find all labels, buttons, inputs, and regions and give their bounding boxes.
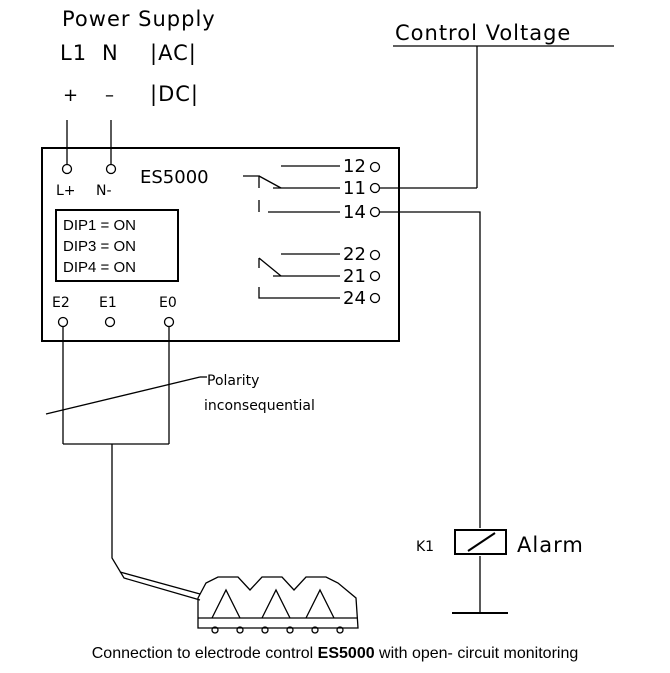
label-k1: K1: [416, 539, 434, 555]
contact-12-lead: [243, 175, 260, 188]
terminal-22: [369, 249, 381, 261]
label-minus: –: [105, 85, 114, 106]
caption-suffix: with open- circuit monitoring: [374, 645, 579, 662]
label-e0: E0: [159, 295, 177, 311]
terminal-21: [369, 270, 381, 282]
k1-coil-slash: [467, 532, 496, 552]
electrode-cable: [111, 444, 201, 601]
control-voltage-label: Control Voltage: [395, 21, 571, 45]
dip-switch-box: [55, 209, 179, 282]
polarity-crossing-line: [45, 376, 201, 415]
terminal-12: [369, 161, 381, 173]
k1-coil: [454, 529, 507, 555]
terminal-24: [369, 292, 381, 304]
terminal-nminus: [105, 163, 117, 175]
terminal-e1: [104, 316, 116, 328]
label-terminal-24: 24: [343, 288, 366, 309]
alarm-label: Alarm: [517, 533, 584, 557]
label-terminal-21: 21: [343, 266, 366, 287]
label-terminal-22: 22: [343, 244, 366, 265]
terminal-e0: [163, 316, 175, 328]
dip4-setting: DIP4 = ON: [63, 259, 136, 276]
label-terminal-12: 12: [343, 156, 366, 177]
contact-2-blade: [258, 257, 282, 277]
label-terminal-14: 14: [343, 202, 366, 223]
diagram-caption: Connection to electrode control ES5000 w…: [0, 645, 670, 663]
caption-prefix: Connection to electrode control: [91, 645, 318, 662]
label-dc: |DC|: [150, 82, 199, 107]
device-name: ES5000: [140, 167, 209, 188]
electrode-body: [197, 576, 359, 634]
power-supply-title: Power Supply: [62, 7, 216, 31]
electrode-cable-sheath: [119, 571, 201, 595]
contact-1-blade: [258, 175, 282, 189]
caption-model: ES5000: [317, 645, 375, 662]
label-terminal-lplus: L+: [56, 183, 76, 199]
label-e2: E2: [52, 295, 70, 311]
label-plus: +: [63, 85, 78, 106]
terminal-14: [369, 206, 381, 218]
label-terminal-11: 11: [343, 178, 366, 199]
wire-14-to-k1: [380, 211, 481, 528]
dip1-setting: DIP1 = ON: [63, 217, 136, 234]
label-n: N: [102, 41, 119, 65]
label-terminal-nminus: N-: [96, 183, 112, 199]
label-ac: |AC|: [150, 41, 197, 66]
label-e1: E1: [99, 295, 117, 311]
es5000-device: [41, 147, 400, 342]
terminal-lplus: [61, 163, 73, 175]
label-l1: L1: [60, 41, 87, 65]
terminal-11: [369, 182, 381, 194]
polarity-note-line2: inconsequential: [204, 398, 315, 414]
contact-24-line: [258, 287, 340, 299]
dip3-setting: DIP3 = ON: [63, 238, 136, 255]
polarity-note-line1: Polarity: [207, 373, 259, 389]
terminal-e2: [57, 316, 69, 328]
